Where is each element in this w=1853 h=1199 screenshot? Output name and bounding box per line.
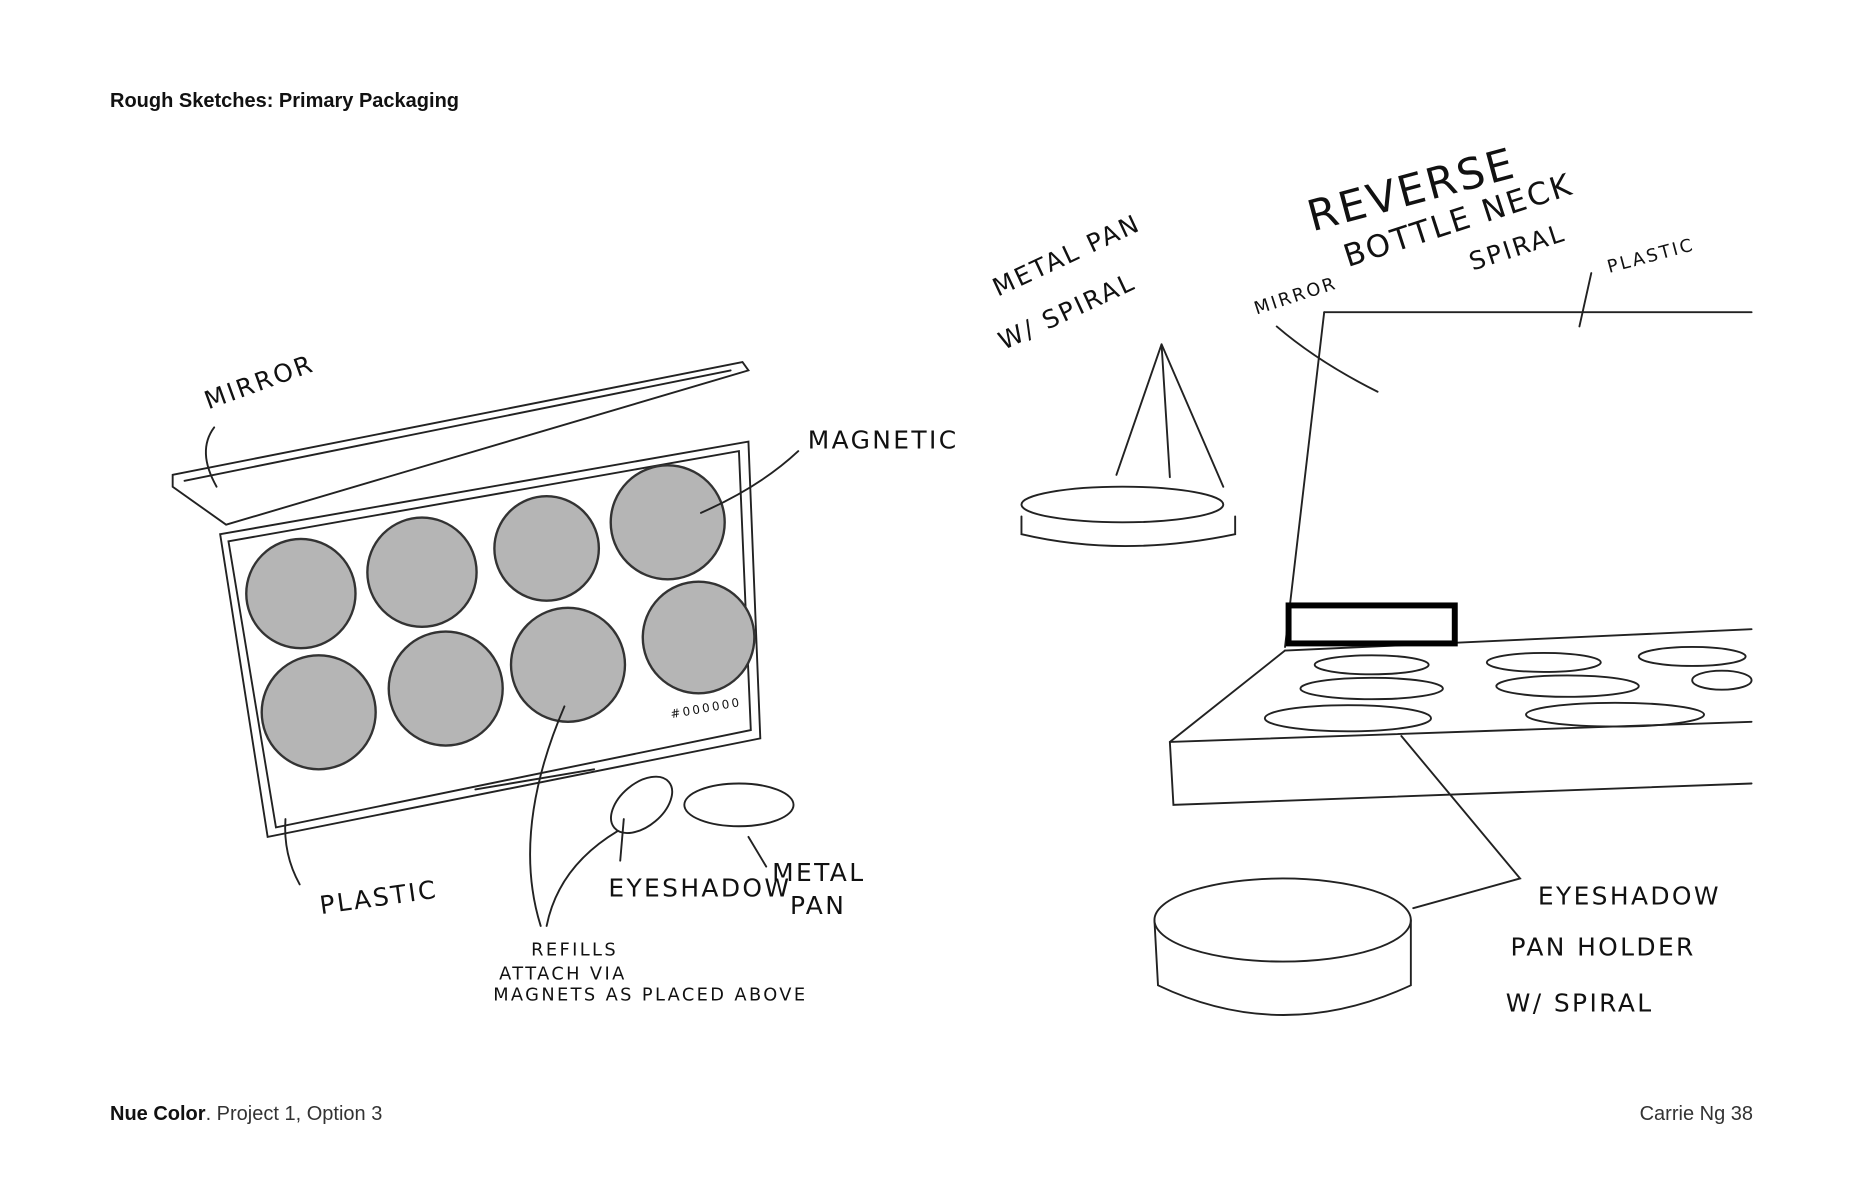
label-holder-2: PAN HOLDER — [1511, 933, 1696, 962]
eyeshadow-pan — [260, 654, 377, 771]
reverse-palette-sketch: METAL PAN W/ SPIRAL REVERSE BOTTLE NECK … — [988, 139, 1753, 1017]
eyeshadow-pan — [245, 537, 357, 650]
label-plastic-right: PLASTIC — [1605, 234, 1697, 278]
label-refills-2: ATTACH VIA — [499, 963, 627, 984]
label-plastic: PLASTIC — [318, 875, 440, 920]
page-title: Rough Sketches: Primary Packaging — [110, 90, 460, 112]
label-holder-3: W/ SPIRAL — [1506, 988, 1654, 1017]
label-magnetic: MAGNETIC — [808, 426, 959, 455]
label-mirror: MIRROR — [200, 349, 318, 415]
label-color-code: #000000 — [669, 695, 742, 721]
eyeshadow-pan — [387, 630, 504, 747]
eyeshadow-pan — [641, 580, 756, 695]
eyeshadow-pan — [366, 516, 478, 628]
eyeshadow-pan — [493, 495, 601, 602]
label-metal: METAL — [772, 858, 865, 887]
palette-sketch: MIRROR MAGNETIC PLASTIC EYESHADOW METAL … — [171, 349, 959, 1006]
label-refills-3: MAGNETS AS PLACED ABOVE — [493, 985, 807, 1006]
footer-author-page: Carrie Ng 38 — [1639, 1103, 1753, 1125]
label-refills: REFILLS — [531, 940, 618, 961]
eyeshadow-pan — [509, 606, 627, 723]
label-holder: EYESHADOW — [1538, 882, 1721, 911]
brand-name: Nue Color — [110, 1103, 206, 1125]
eyeshadow-pan — [609, 464, 726, 581]
bottle-neck-hinge — [1285, 602, 1458, 647]
footer-project: Nue Color. Project 1, Option 3 — [110, 1103, 382, 1126]
project-label: . Project 1, Option 3 — [205, 1103, 383, 1125]
label-pan: PAN — [790, 891, 846, 920]
label-eyeshadow: EYESHADOW — [608, 873, 791, 902]
